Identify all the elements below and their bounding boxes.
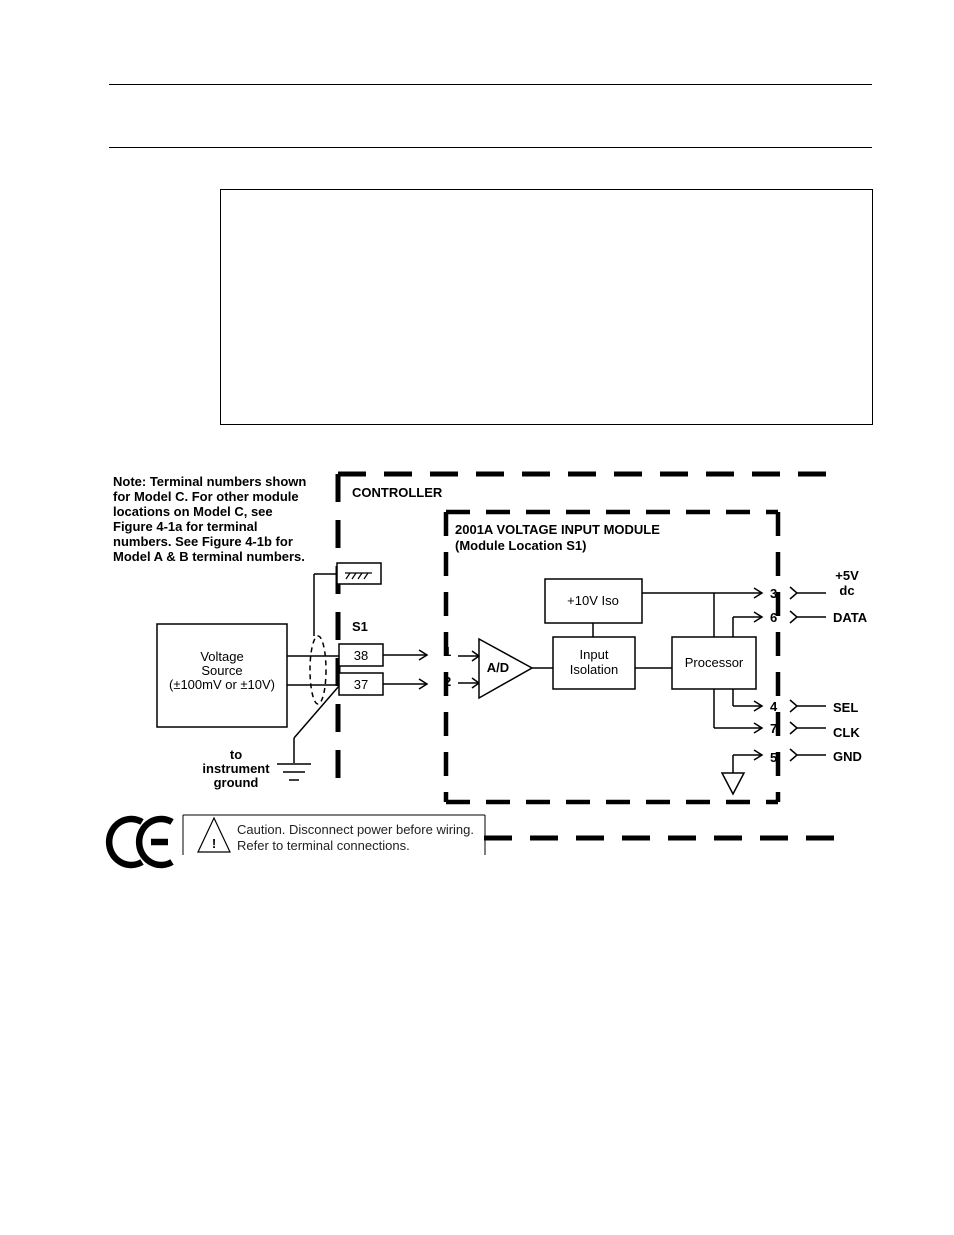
terminal-to-input-wires [383, 649, 429, 690]
chassis-ground-icon [345, 572, 372, 580]
adc-triangle [478, 637, 534, 700]
output-label-5v: +5V [835, 568, 859, 583]
output-label-data: DATA [833, 610, 868, 625]
warning-triangle-icon [197, 816, 231, 853]
adc-input-arrows [458, 650, 481, 689]
module-title: 2001A VOLTAGE INPUT MODULE [455, 522, 660, 537]
output-label-clk: CLK [833, 725, 860, 740]
voltage-source-label: Voltage [200, 649, 243, 664]
output-pin-5: 5 [770, 750, 777, 765]
ground-label: ground [214, 775, 259, 790]
internal-wires [532, 587, 764, 773]
input-isolation-block [552, 636, 636, 690]
input-pin-1: 1 [444, 644, 451, 659]
input-isolation-label: Isolation [570, 662, 618, 677]
voltage-source-box [156, 623, 288, 728]
ground-wire [293, 685, 340, 763]
note-line: Figure 4-1a for terminal [113, 519, 257, 534]
shield-drain-wire [313, 573, 337, 636]
ce-mark-icon [105, 815, 174, 869]
module-subtitle: (Module Location S1) [455, 538, 586, 553]
voltage-source-label: Source [201, 663, 242, 678]
input-isolation-label: Input [580, 647, 609, 662]
output-pin-4: 4 [770, 699, 778, 714]
caution-line-2: Refer to terminal connections. [237, 838, 410, 853]
terminal-note: Note: Terminal numbers shown for Model C… [113, 474, 306, 564]
processor-block [671, 636, 757, 690]
note-line: for Model C. For other module [113, 489, 299, 504]
supply-label: +10V Iso [567, 593, 619, 608]
output-label-sel: SEL [833, 700, 858, 715]
header-rule-top [109, 84, 872, 85]
terminal-38-label: 38 [354, 648, 368, 663]
voltage-source-range: (±100mV or ±10V) [169, 677, 275, 692]
caution-line-1: Caution. Disconnect power before wiring. [237, 822, 474, 837]
note-line: Model A & B terminal numbers. [113, 549, 305, 564]
cable-shield-icon [309, 635, 327, 705]
note-line: Note: Terminal numbers shown [113, 474, 306, 489]
output-connectors [789, 586, 826, 762]
note-line: locations on Model C, see [113, 504, 273, 519]
earth-ground-icon [277, 763, 311, 781]
callout-box [220, 189, 873, 425]
controller-label: CONTROLLER [352, 485, 443, 500]
output-pin-7: 7 [770, 721, 777, 736]
caution-label: ! Caution. Disconnect power before wirin… [182, 814, 486, 855]
processor-label: Processor [685, 655, 744, 670]
controller-boundary [335, 471, 842, 841]
output-pin-3: 3 [770, 586, 777, 601]
module-boundary [443, 509, 781, 805]
header-rule-bottom [109, 147, 872, 148]
output-label-dc: dc [839, 583, 854, 598]
note-line: numbers. See Figure 4-1b for [113, 534, 293, 549]
ground-label: instrument [202, 761, 270, 776]
signal-ground-icon [720, 772, 746, 796]
terminal-37-label: 37 [354, 677, 368, 692]
slot-label: S1 [352, 619, 368, 634]
ground-label: to [230, 747, 242, 762]
output-pin-6: 6 [770, 610, 777, 625]
output-label-gnd: GND [833, 749, 862, 764]
adc-label: A/D [487, 660, 509, 675]
warning-exclamation: ! [212, 836, 216, 851]
input-pin-2: 2 [444, 674, 451, 689]
input-wires [287, 655, 339, 686]
supply-block [544, 578, 643, 624]
